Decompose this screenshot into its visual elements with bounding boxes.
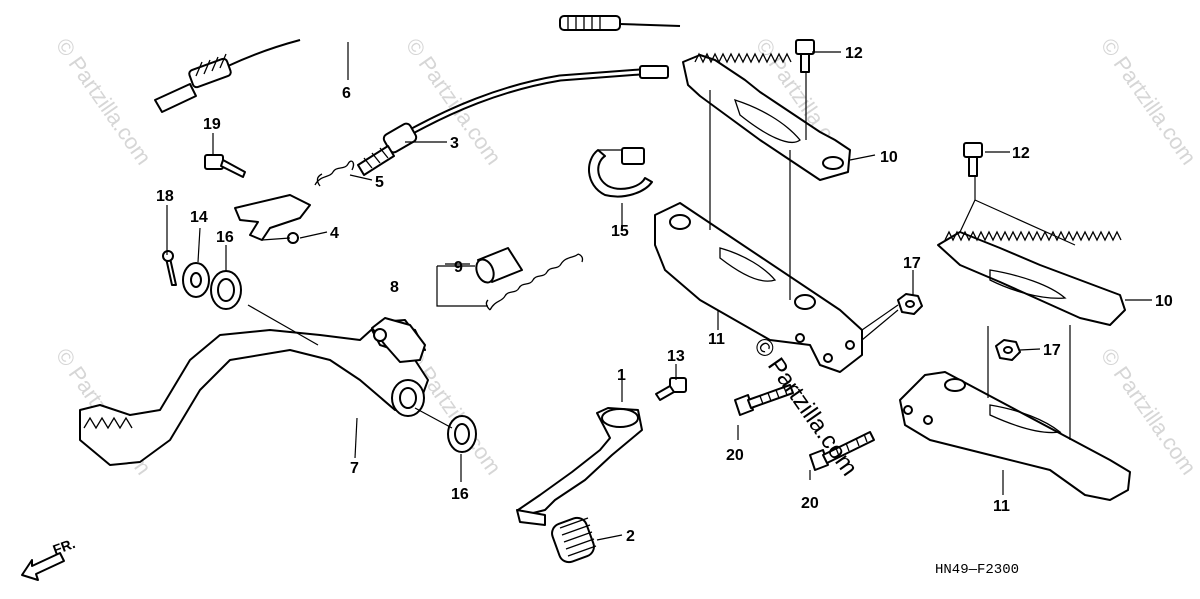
part-16-seal-upper[interactable]: [210, 270, 242, 310]
part-12-bolt-upper[interactable]: [795, 39, 815, 73]
callout-5: 5: [375, 174, 384, 191]
callout-6: 6: [342, 85, 351, 102]
watermark-7: © Partzilla.com: [1096, 344, 1200, 480]
callout-20b: 20: [801, 495, 819, 512]
part-12-bolt-right[interactable]: [963, 142, 983, 177]
leader-lines: [166, 42, 1152, 541]
callout-1: 1: [617, 367, 626, 384]
part-10-footpeg-right[interactable]: [937, 230, 1126, 326]
callout-11b: 11: [993, 498, 1010, 515]
part-7-brake-pedal[interactable]: [79, 317, 429, 466]
callout-15: 15: [611, 223, 629, 240]
part-4-bracket[interactable]: [234, 194, 311, 244]
callout-10a: 10: [880, 149, 898, 166]
part-1-shift-lever[interactable]: [516, 407, 643, 526]
callout-12b: 12: [1012, 145, 1030, 162]
callout-11a: 11: [708, 331, 725, 348]
front-label: FR.: [51, 535, 78, 558]
part-3-brake-switch[interactable]: [357, 65, 669, 176]
part-9-rubber[interactable]: [473, 247, 523, 285]
callout-4: 4: [330, 225, 339, 242]
watermark-1: © Partzilla.com: [51, 34, 157, 170]
part-2-shift-rubber[interactable]: [549, 515, 597, 565]
callout-3: 3: [450, 135, 459, 152]
callout-17a: 17: [903, 255, 921, 272]
part-6-brake-cable[interactable]: [154, 15, 681, 113]
callout-20a: 20: [726, 447, 744, 464]
watermark-4: © Partzilla.com: [1096, 34, 1200, 170]
part-14-washer[interactable]: [182, 262, 210, 298]
part-19-bolt[interactable]: [204, 154, 246, 178]
front-arrow-icon: [21, 552, 65, 581]
part-10-footpeg-left[interactable]: [682, 52, 851, 181]
callout-14: 14: [190, 209, 208, 226]
front-direction-marker: FR.: [21, 535, 78, 581]
callout-13: 13: [667, 348, 685, 365]
callout-19: 19: [203, 116, 221, 133]
diagram-code: HN49—F2300: [935, 562, 1019, 578]
part-13-bolt[interactable]: [655, 377, 687, 401]
part-20-bolt-lower[interactable]: [809, 431, 875, 471]
callout-10b: 10: [1155, 293, 1173, 310]
part-5-spring[interactable]: [314, 160, 355, 187]
part-11-bracket-right[interactable]: [899, 371, 1131, 501]
part-11-bracket-left[interactable]: [654, 202, 863, 373]
callout-2: 2: [626, 528, 635, 545]
part-17-nut-lower[interactable]: [995, 339, 1021, 361]
callout-16b: 16: [451, 486, 469, 503]
callout-7: 7: [350, 460, 359, 477]
part-15-clamp[interactable]: [588, 147, 653, 198]
callout-12a: 12: [845, 45, 863, 62]
part-18-cotter-pin[interactable]: [162, 250, 177, 286]
callout-numbers: 1 2 3 4 5 6 7 8 9 10 10 11 11 12 12 13 1…: [156, 45, 1173, 545]
part-20-bolt-upper[interactable]: [734, 384, 794, 416]
callout-8: 8: [390, 279, 399, 296]
part-17-nut-upper[interactable]: [897, 293, 923, 315]
callout-16a: 16: [216, 229, 234, 246]
callout-18: 18: [156, 188, 174, 205]
part-16-seal-lower[interactable]: [447, 415, 477, 453]
callout-9: 9: [454, 259, 463, 276]
part-8-spring[interactable]: [485, 253, 584, 311]
callout-17b: 17: [1043, 342, 1061, 359]
